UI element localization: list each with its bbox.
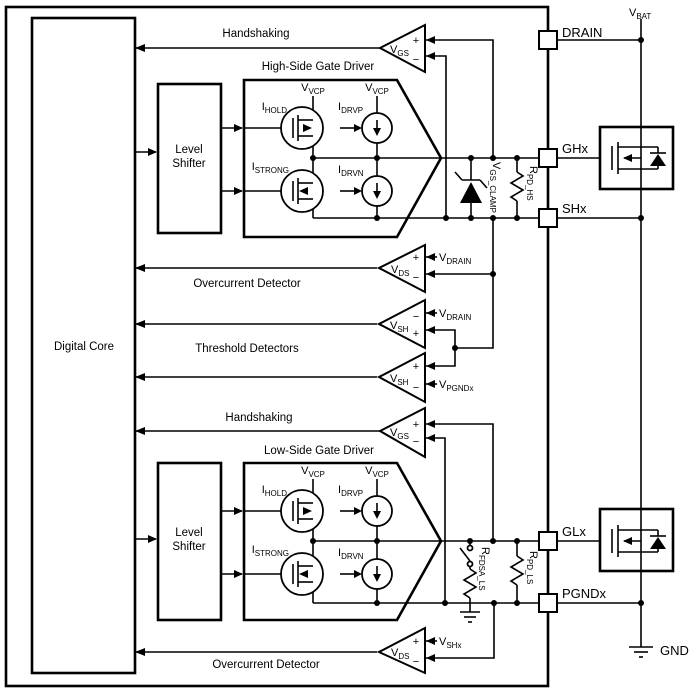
idrvn-label-ls: IDRVN — [338, 547, 364, 561]
overcurrent-detector-hs-label: Overcurrent Detector — [193, 278, 301, 290]
resistor-rfdsa-ls — [459, 541, 480, 623]
rpd-ls-label: RPD_LS — [525, 551, 539, 584]
ihold-label-hs: IHOLD — [262, 101, 288, 115]
vds-ls-minus: − — [413, 656, 419, 668]
pin-glx — [538, 531, 558, 551]
pgndx-pin-label: PGNDx — [562, 586, 607, 601]
pin-shx — [538, 208, 558, 228]
ls-driver-interior — [244, 479, 539, 604]
pin-pgndx — [538, 593, 558, 613]
vsh-comp-1-label: VSH — [390, 320, 409, 334]
vds-ls-plus: + — [413, 636, 419, 648]
external-mosfet-ls — [598, 507, 675, 573]
pin-drain — [538, 30, 558, 50]
threshold-detectors-label: Threshold Detectors — [195, 343, 299, 355]
hs-gate-driver-title: High-Side Gate Driver — [262, 61, 375, 73]
level-shifter-ls-block — [156, 461, 223, 622]
ihold-fet-hs — [280, 106, 324, 150]
level-shifter-ls-line2: Shifter — [172, 541, 205, 553]
digital-core-block — [30, 16, 137, 675]
junction-dots — [310, 37, 644, 606]
idrvn-label-hs: IDRVN — [338, 164, 364, 178]
switch-contact-bottom — [466, 560, 474, 568]
overcurrent-detector-ls-label: Overcurrent Detector — [212, 659, 320, 671]
digital-core-wires — [135, 47, 380, 653]
vgs-clamp-zener — [454, 158, 488, 218]
vgs-ls-plus: + — [413, 419, 419, 431]
vbat-label: VBAT — [629, 7, 651, 21]
level-shifter-hs-line1: Level — [175, 144, 203, 156]
drain-pin-label: DRAIN — [562, 25, 602, 40]
shx-pin-label: SHx — [562, 201, 587, 216]
vds-hs-minus: − — [413, 272, 419, 284]
vgs-comparator-ls — [377, 406, 426, 459]
idrvp-label-ls: IDRVP — [338, 484, 363, 498]
rpd-hs-label: RPD_HS — [525, 166, 539, 201]
vgs-comp-hs-label: VGS — [390, 44, 409, 58]
hs-driver-interior — [244, 96, 539, 219]
level-shifter-hs-block — [156, 82, 223, 235]
switch-contact-top — [466, 544, 474, 552]
vds-comparator-hs — [376, 243, 426, 294]
vvcp-label-hs-left: VVCP — [301, 82, 325, 96]
arrowheads — [135, 36, 435, 662]
vvcp-label-ls-left: VVCP — [301, 465, 325, 479]
handshaking-top-label: Handshaking — [222, 28, 289, 40]
vsh-comp-2-label: VSH — [390, 373, 409, 387]
vvcp-label-ls-right: VVCP — [365, 465, 389, 479]
glx-pin-label: GLx — [562, 524, 586, 539]
comparators — [376, 23, 426, 675]
vgs-clamp-label: VGS_CLAMP — [488, 162, 502, 213]
vsh1-plus: + — [413, 328, 419, 340]
vpgndx-label: VPGNDx — [439, 379, 473, 393]
vds-comp-hs-label: VDS — [391, 264, 409, 278]
vds-hs-plus: + — [413, 252, 419, 264]
idrvp-label-hs: IDRVP — [338, 101, 363, 115]
istrong-label-ls: ISTRONG — [252, 544, 289, 558]
level-shifter-hs-line2: Shifter — [172, 158, 205, 170]
vds-comparator-ls — [376, 626, 426, 675]
vgs-ls-minus: − — [413, 436, 419, 448]
vdrain-label-2: VDRAIN — [439, 308, 471, 322]
vdrain-label-1: VDRAIN — [439, 252, 471, 266]
vgs-comparator-hs — [377, 23, 426, 74]
ihold-label-ls: IHOLD — [262, 484, 288, 498]
ic-pins — [538, 30, 558, 613]
rfdsa-ls-label: RFDSA_LS — [477, 547, 491, 591]
vsh-comparator-2 — [376, 351, 426, 404]
vsh1-minus: − — [413, 311, 419, 323]
level-shifter-ls-line1: Level — [175, 527, 203, 539]
vshx-label: VSHx — [439, 636, 461, 650]
vsh2-minus: − — [413, 382, 419, 394]
handshaking-bottom-label: Handshaking — [225, 412, 292, 424]
vsh2-plus: + — [413, 361, 419, 373]
vgs-hs-plus: + — [413, 35, 419, 47]
vds-comp-ls-label: VDS — [391, 647, 409, 661]
gnd-label: GND — [660, 643, 689, 658]
comparator-polarity-signs: + − + − − + + − + − + − — [413, 35, 419, 668]
ls-gate-driver-title: Low-Side Gate Driver — [264, 445, 374, 457]
external-mosfet-hs — [598, 125, 675, 191]
vvcp-label-hs-right: VVCP — [365, 82, 389, 96]
ghx-pin-label: GHx — [562, 141, 589, 156]
pin-ghx — [538, 148, 558, 168]
digital-core-label: Digital Core — [54, 341, 114, 353]
vsh-comparator-1 — [376, 298, 426, 350]
istrong-label-hs: ISTRONG — [252, 161, 289, 175]
vgs-comp-ls-label: VGS — [390, 427, 409, 441]
ihold-fet-ls — [280, 489, 324, 533]
vgs-hs-minus: − — [413, 54, 419, 66]
